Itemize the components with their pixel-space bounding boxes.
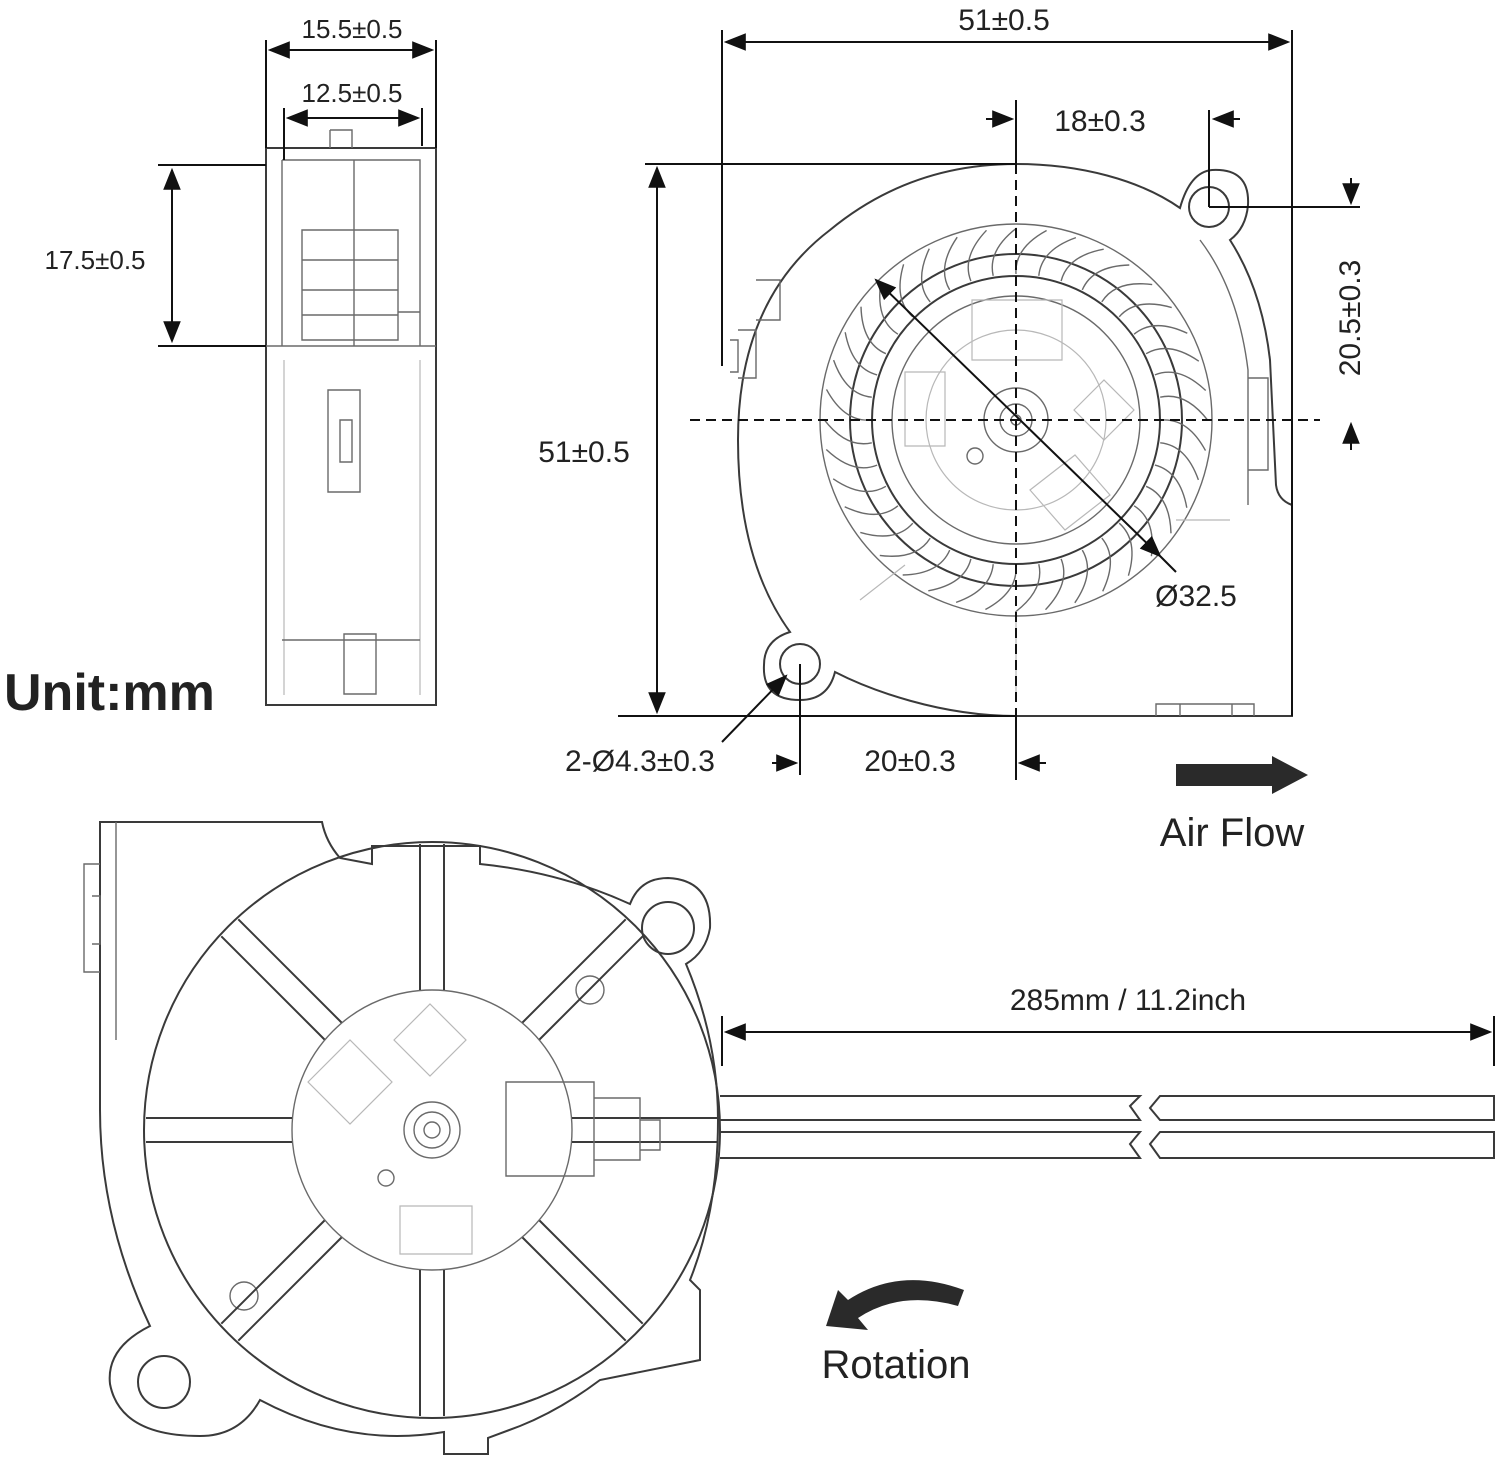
housing-spoke [237, 1236, 343, 1342]
housing-spoke [538, 935, 644, 1041]
impeller-blade [825, 389, 871, 421]
impeller-blade [1133, 505, 1153, 557]
airflow-indicator: Air Flow [1160, 756, 1308, 855]
hole-offset-y-label: 20.5±0.3 [1334, 260, 1367, 377]
impeller-blade [879, 537, 931, 557]
rotation-indicator: Rotation [822, 1280, 971, 1387]
impeller-blade [991, 227, 1018, 276]
hole-offset-bottom-label: 20±0.3 [864, 745, 956, 778]
impeller-blade [928, 558, 972, 592]
mount-holes-label: 2-Ø4.3±0.3 [565, 745, 715, 778]
impeller-blade [832, 478, 887, 493]
impeller-blade [823, 418, 872, 445]
housing-spoke [538, 1219, 644, 1325]
width-label: 51±0.5 [958, 4, 1050, 37]
impeller-blade [1160, 395, 1209, 422]
impeller-blade [1101, 537, 1112, 592]
impeller-blade [832, 359, 872, 398]
impeller-blade [825, 448, 878, 469]
depth-outer-label: 15.5±0.5 [301, 14, 402, 44]
impeller-blade [1060, 248, 1104, 282]
front-view: 51±0.5 18±0.3 51±0.5 20.5±0.3 Ø32.5 2-Ø4… [538, 4, 1367, 780]
hole-offset-x-label: 18±0.3 [1054, 105, 1146, 138]
impeller-blade [844, 505, 899, 516]
airflow-label: Air Flow [1160, 811, 1305, 855]
impeller-blade [1044, 558, 1065, 611]
impeller-blade [844, 332, 878, 376]
housing-spoke [521, 1236, 627, 1342]
impeller-blade [967, 229, 988, 282]
impeller-blade [1154, 371, 1207, 392]
impeller-blade [955, 564, 994, 604]
housing-spoke [521, 918, 627, 1024]
height-label: 51±0.5 [538, 436, 630, 469]
unit-label: Unit:mm [4, 664, 215, 722]
impeller-blade [920, 248, 931, 303]
impeller-blade [1038, 236, 1077, 276]
depth-inner-label: 12.5±0.5 [301, 78, 402, 108]
impeller-blade [1101, 283, 1153, 303]
impeller-blade [985, 565, 1017, 611]
impeller-blade [1160, 442, 1200, 481]
impeller-blade [1133, 324, 1188, 335]
outlet-height-label: 17.5±0.5 [44, 245, 145, 275]
housing-spoke [237, 918, 343, 1024]
bottom-view: 285mm / 11.2inch [83, 821, 1495, 1455]
impeller-blade [1145, 347, 1200, 362]
rotation-arrow-icon [826, 1280, 964, 1330]
impeller-blade [1014, 564, 1041, 613]
cable-length-label: 285mm / 11.2inch [1010, 984, 1246, 1017]
impeller-diameter-label: Ø32.5 [1155, 580, 1237, 613]
airflow-arrow-icon [1176, 756, 1308, 794]
side-view: 15.5±0.5 12.5±0.5 17.5±0.5 [44, 14, 437, 706]
impeller-blade [1074, 549, 1089, 604]
impeller-blade [1161, 419, 1207, 451]
housing-spoke [220, 1219, 326, 1325]
impeller-blade [943, 236, 958, 291]
impeller-blade [1015, 229, 1047, 275]
housing-spoke [220, 935, 326, 1041]
rotation-label: Rotation [822, 1343, 971, 1387]
